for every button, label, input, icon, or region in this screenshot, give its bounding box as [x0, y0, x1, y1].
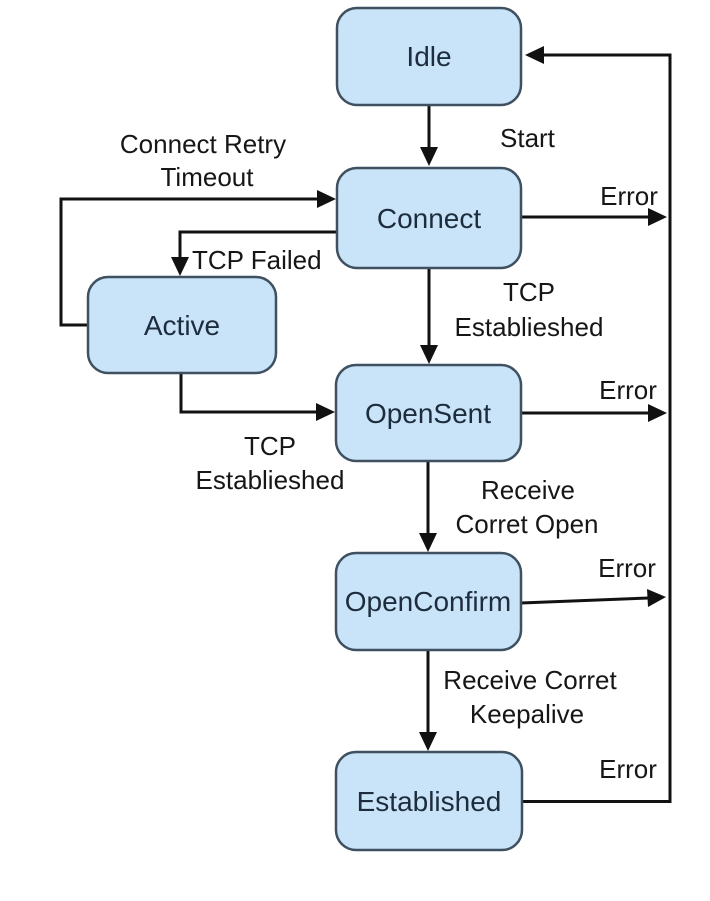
arrow-connect-to-active: [178, 230, 337, 260]
arrowhead-return-to-idle: [525, 46, 544, 64]
label-start: Start: [500, 123, 556, 153]
state-established-label: Established: [357, 786, 502, 817]
state-established-box: [334, 750, 524, 852]
edge-labels: Start Error Connect Retry Timeout TCP Fa…: [120, 123, 658, 784]
arrowhead-connect-to-opensent: [420, 345, 438, 364]
state-active-box: [86, 275, 278, 375]
state-connect-box: [335, 166, 523, 270]
arrowhead-opensent-to-openconfirm: [419, 533, 437, 552]
edges: [59, 46, 672, 803]
arrow-error-return-to-idle: [522, 53, 672, 803]
arrowhead-connect-error: [648, 208, 667, 226]
label-receive-corret-keepalive-line1: Receive Corret: [443, 665, 617, 695]
label-receive-corret-open-line2: Corret Open: [455, 509, 598, 539]
arrow-openconfirm-error: [520, 596, 650, 605]
state-established: Established: [334, 750, 524, 852]
state-connect: Connect: [335, 166, 523, 270]
states: Idle Connect Active OpenSent OpenConfirm…: [86, 6, 524, 852]
label-tcp-establieshed-left-line1: TCP: [244, 431, 296, 461]
label-connect-retry-line1: Connect Retry: [120, 129, 286, 159]
arrow-active-to-opensent: [179, 373, 319, 414]
label-connect-retry-line2: Timeout: [161, 162, 255, 192]
label-error-connect: Error: [600, 181, 658, 211]
state-openconfirm-box: [334, 551, 523, 652]
label-receive-corret-keepalive-line2: Keepalive: [470, 699, 584, 729]
arrowhead-openconfirm-error: [647, 589, 666, 607]
arrowhead-connect-to-active: [171, 257, 189, 276]
arrowhead-opensent-error: [648, 404, 667, 422]
label-tcp-failed: TCP Failed: [192, 245, 322, 275]
state-opensent: OpenSent: [334, 363, 523, 463]
arrowhead-openconfirm-to-established: [419, 732, 437, 751]
state-connect-label: Connect: [377, 203, 482, 234]
arrowhead-active-to-connect: [317, 190, 336, 208]
state-idle-box: [335, 6, 523, 107]
label-error-established: Error: [599, 754, 657, 784]
state-opensent-label: OpenSent: [365, 398, 491, 429]
arrow-active-to-connect: [59, 197, 320, 327]
label-receive-corret-open-line1: Receive: [481, 475, 575, 505]
state-active: Active: [86, 275, 278, 375]
state-opensent-box: [334, 363, 523, 463]
label-error-openconfirm: Error: [598, 553, 656, 583]
state-openconfirm: OpenConfirm: [334, 551, 523, 652]
label-error-opensent: Error: [599, 375, 657, 405]
state-idle-label: Idle: [406, 41, 451, 72]
label-tcp-establieshed-right-line2: Establieshed: [455, 312, 604, 342]
state-active-label: Active: [144, 310, 220, 341]
label-tcp-establieshed-left-line2: Establieshed: [196, 465, 345, 495]
state-idle: Idle: [335, 6, 523, 107]
state-openconfirm-label: OpenConfirm: [345, 586, 512, 617]
label-tcp-establieshed-right-line1: TCP: [503, 277, 555, 307]
arrowhead-idle-to-connect: [420, 147, 438, 166]
arrowhead-active-to-opensent: [316, 403, 335, 421]
